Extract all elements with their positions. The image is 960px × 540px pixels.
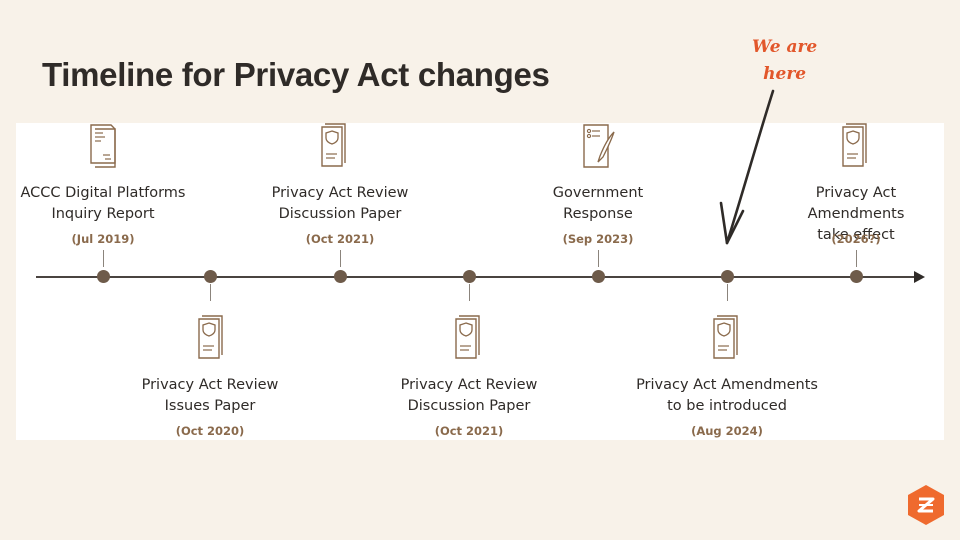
timeline-marker	[333, 270, 347, 283]
annotation-line-2: here	[763, 64, 807, 84]
event-label: Privacy Act Review Discussion Paper	[240, 183, 440, 225]
event-date: (Oct 2020)	[175, 424, 245, 438]
brand-logo-icon	[908, 485, 944, 525]
timeline-marker	[203, 270, 217, 283]
annotation-line-1: We are	[752, 37, 818, 57]
connector-line	[103, 250, 104, 267]
event-label: Privacy Act Review Issues Paper	[110, 375, 310, 417]
shield-document-icon	[455, 315, 480, 359]
event-date: (2026?)	[831, 232, 881, 246]
timeline-marker	[462, 270, 476, 283]
timeline-marker	[591, 270, 605, 283]
slide-title: Timeline for Privacy Act changes	[42, 56, 550, 93]
event-subtitle: Discussion Paper	[278, 206, 402, 222]
event-subtitle: Inquiry Report	[51, 206, 155, 222]
event-title: ACCC Digital Platforms	[20, 185, 186, 201]
event-label: Government Response	[498, 183, 698, 225]
event-date: (Oct 2021)	[305, 232, 375, 246]
event-date: (Sep 2023)	[562, 232, 634, 246]
connector-line	[469, 284, 470, 301]
timeline-marker	[720, 270, 734, 283]
we-are-here-annotation: We are here	[752, 34, 817, 88]
event-title: Privacy Act Amendments	[807, 185, 905, 222]
connector-line	[598, 250, 599, 267]
connector-line	[727, 284, 728, 301]
timeline-marker	[849, 270, 863, 283]
connector-line	[340, 250, 341, 267]
timeline-panel	[16, 123, 944, 440]
event-label: Privacy Act Review Discussion Paper	[369, 375, 569, 417]
shield-document-icon	[198, 315, 223, 359]
event-title: Privacy Act Review	[141, 377, 279, 393]
event-subtitle: Issues Paper	[164, 398, 256, 414]
event-date: (Aug 2024)	[691, 424, 763, 438]
checklist-quill-icon	[583, 124, 615, 168]
shield-document-icon	[842, 123, 867, 167]
report-document-icon	[90, 124, 116, 168]
pointer-arrow-icon	[719, 89, 775, 245]
event-label: Privacy Act Amendments to be introduced	[627, 375, 827, 417]
timeline-axis	[36, 276, 916, 278]
event-subtitle: to be introduced	[667, 398, 787, 414]
event-subtitle: take effect	[817, 227, 895, 243]
event-label: Privacy Act Amendments take effect	[766, 183, 946, 246]
event-subtitle: Response	[563, 206, 633, 222]
timeline-marker	[96, 270, 110, 283]
event-title: Government	[552, 185, 644, 201]
shield-document-icon	[713, 315, 738, 359]
event-subtitle: Discussion Paper	[407, 398, 531, 414]
timeline-arrowhead	[914, 271, 925, 283]
shield-document-icon	[321, 123, 346, 167]
event-label: ACCC Digital Platforms Inquiry Report	[3, 183, 203, 225]
connector-line	[856, 250, 857, 267]
event-title: Privacy Act Review	[271, 185, 409, 201]
event-title: Privacy Act Amendments	[636, 377, 818, 393]
connector-line	[210, 284, 211, 301]
event-date: (Jul 2019)	[71, 232, 135, 246]
event-title: Privacy Act Review	[400, 377, 538, 393]
event-date: (Oct 2021)	[434, 424, 504, 438]
